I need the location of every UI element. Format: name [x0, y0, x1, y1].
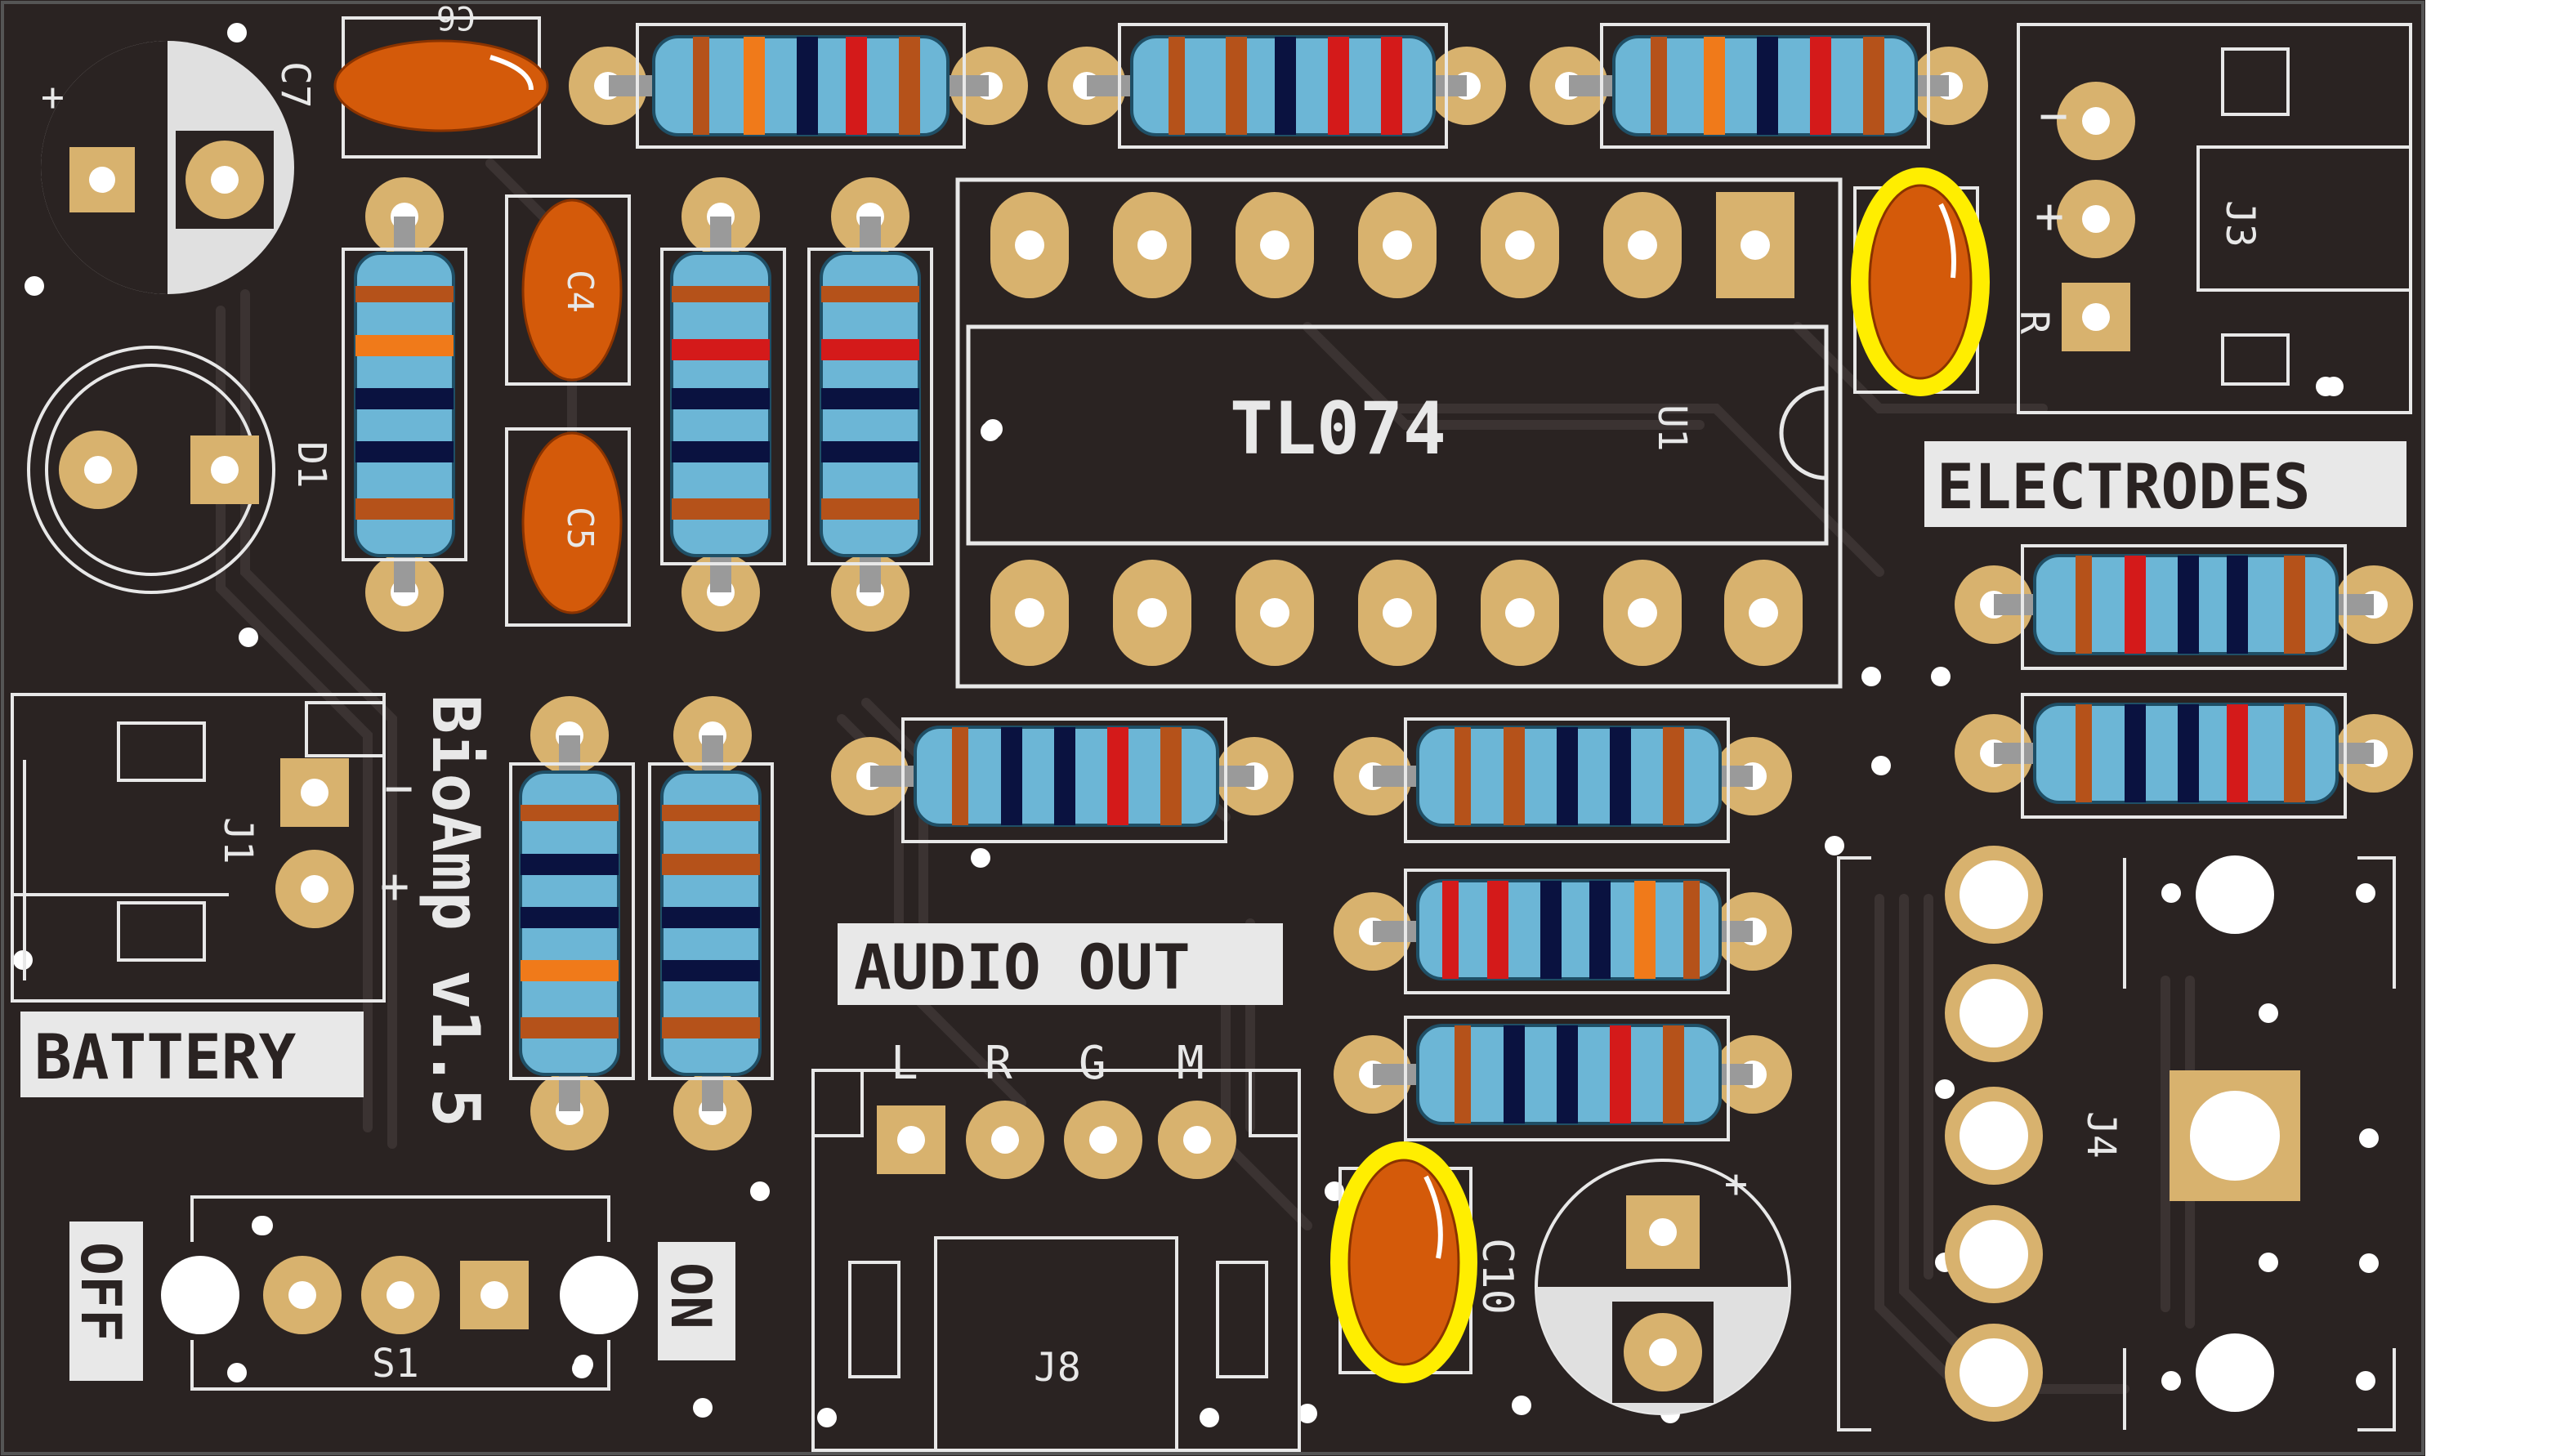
capacitor-highlighted-top — [1851, 167, 1990, 396]
c6-label: C6 — [436, 0, 476, 36]
c4-label: C4 — [559, 270, 601, 313]
off-label: OFF — [68, 1222, 143, 1381]
capacitor-highlighted-bottom — [1330, 1141, 1477, 1383]
capacitor-c4 — [505, 194, 631, 386]
svg-text:AUDIO OUT: AUDIO OUT — [854, 931, 1191, 1003]
j8-pin-l: L — [891, 1037, 918, 1090]
connector-j3: − + R J3 — [2011, 23, 2412, 414]
resistor-lower-vertical-2 — [648, 696, 774, 1150]
resistor-right-2 — [1955, 693, 2413, 819]
j1-label: J1 — [215, 817, 261, 864]
j3-plus-mark: + — [2035, 188, 2064, 245]
c10-plus-mark: + — [1724, 1161, 1748, 1207]
capacitor-electrolytic-c10: + — [1535, 1159, 1791, 1415]
resistor-vertical-2 — [660, 177, 786, 632]
resistor-lower-vertical-1 — [509, 696, 635, 1150]
j8-label: J8 — [1034, 1345, 1081, 1391]
capacitor-c6 — [333, 16, 549, 159]
c5-label: C5 — [559, 507, 601, 550]
ic-u1: TL074 U1 — [955, 177, 1843, 689]
svg-text:ELECTRODES: ELECTRODES — [1937, 450, 2311, 523]
resistor-left-vertical — [342, 177, 467, 632]
c10-label: C10 — [1472, 1238, 1522, 1315]
j3-minus-mark: − — [2039, 87, 2068, 145]
resistor-middle-right-3 — [1334, 1016, 1792, 1141]
j8-pin-m: M — [1177, 1037, 1204, 1090]
j8-pin-g: G — [1079, 1037, 1106, 1090]
c7-plus-mark: + — [41, 74, 65, 120]
resistor-middle-right-2 — [1334, 869, 1792, 994]
j8-pin-r: R — [985, 1037, 1012, 1090]
j1-minus-mark: − — [384, 760, 413, 817]
ic-ref-label: U1 — [1649, 404, 1695, 452]
on-label: ON — [658, 1242, 735, 1360]
resistor-right-1 — [1955, 544, 2413, 670]
capacitor-c5 — [505, 427, 631, 627]
board-title: BioAmp v1.5 — [418, 695, 494, 1128]
switch-s1: S1 — [161, 1195, 638, 1391]
j3-label: J3 — [2217, 200, 2263, 248]
resistor-top-1 — [569, 23, 1028, 149]
capacitor-c7: + — [41, 41, 294, 294]
d1-label: D1 — [288, 441, 334, 489]
ic-part-label: TL074 — [1230, 386, 1446, 471]
resistor-middle-right-1 — [1334, 717, 1792, 843]
svg-text:ON: ON — [658, 1262, 722, 1329]
svg-text:BATTERY: BATTERY — [34, 1021, 297, 1093]
resistor-top-3 — [1530, 23, 1988, 149]
resistor-middle-left — [831, 717, 1294, 843]
led-d1 — [27, 346, 275, 594]
audio-out-label: AUDIO OUT — [838, 923, 1283, 1005]
j1-plus-mark: + — [380, 858, 409, 915]
s1-label: S1 — [372, 1341, 419, 1387]
electrodes-label: ELECTRODES — [1924, 441, 2406, 527]
battery-label: BATTERY — [20, 1012, 364, 1097]
connector-j8: J8 — [811, 1069, 1301, 1452]
resistor-vertical-3 — [807, 177, 933, 632]
svg-text:OFF: OFF — [68, 1242, 132, 1342]
j3-r-mark: R — [2011, 310, 2057, 334]
connector-j4: J4 — [1837, 846, 2396, 1431]
c7-label: C7 — [272, 61, 318, 109]
resistor-top-2 — [1048, 23, 1506, 149]
j4-label: J4 — [2078, 1111, 2124, 1159]
connector-j1: − + J1 — [11, 693, 413, 1003]
vias — [13, 23, 2379, 1427]
